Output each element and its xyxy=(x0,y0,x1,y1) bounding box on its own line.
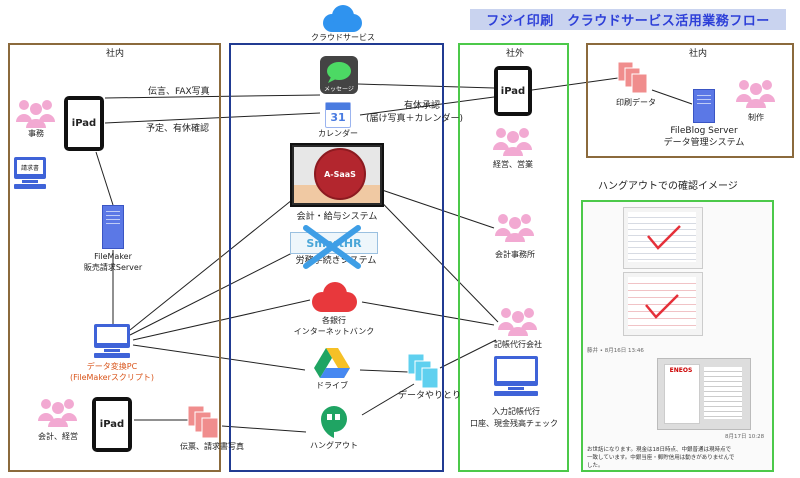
section-internal-right-label: 社内 xyxy=(688,49,707,59)
photo-document-1 xyxy=(623,207,703,269)
hangout-preview-panel: 藤井 • 8月16日 13:46 ENEOS 8月17日 10:28 お世話にな… xyxy=(581,200,774,472)
label-eigyo: 経営、営業 xyxy=(493,160,533,169)
section-internal-left xyxy=(8,43,221,472)
input-pc-icon xyxy=(494,356,538,386)
edge-pc-asaas xyxy=(129,199,293,331)
people-icon-kaikei xyxy=(38,399,77,427)
filemaker-label-2: 販売請求Server xyxy=(83,263,143,272)
label-print-data: 印刷データ xyxy=(616,98,656,107)
roumu-system-label: 労務手続きシステム xyxy=(295,256,377,266)
chat-sender-time: 藤井 • 8月16日 13:46 xyxy=(587,348,644,354)
drive-icon xyxy=(314,348,350,378)
edge-message-ipad-ext xyxy=(357,83,495,89)
ipad-accounting: iPad xyxy=(92,397,132,452)
edge-data-kicho xyxy=(439,339,497,369)
section-external-label: 社外 xyxy=(505,49,524,59)
check-mark-icon xyxy=(645,294,679,319)
asaas-screen: A-SaaS xyxy=(290,143,384,207)
edge-ipad-message xyxy=(104,94,321,99)
hangout-preview-title: ハングアウトでの確認イメージ xyxy=(598,181,738,192)
label-input-2: 口座、現金残高チェック xyxy=(470,419,558,428)
edge-label-yotei: 予定、有休確認 xyxy=(146,124,210,134)
people-icon-kicho xyxy=(498,308,537,336)
label-input-1: 入力記帳代行 xyxy=(492,407,540,416)
fileblog-server-icon xyxy=(693,89,715,123)
data-files-icon xyxy=(407,353,439,389)
label-kicho: 記帳代行会社 xyxy=(494,340,542,349)
calendar-icon: 31 xyxy=(325,102,351,128)
people-icon-eigyo xyxy=(493,128,532,156)
chat-message-2: 一致しています。中銀当座・郵貯信用は動きがありませんで xyxy=(587,455,735,461)
label-jimu: 事務 xyxy=(28,129,44,138)
label-seisaku: 制作 xyxy=(748,113,764,122)
edge-drive-data xyxy=(359,369,409,373)
chat-message-1: お世話になります。現金は18日時点、中銀普通は現時点で xyxy=(587,447,731,453)
people-icon-jimu xyxy=(16,100,55,128)
edge-ipad-filemaker xyxy=(95,151,114,206)
edge-ipad-ext-printdata xyxy=(531,77,619,91)
edge-ipad-calendar xyxy=(104,112,321,124)
edge-label-data: データやりとり xyxy=(398,391,462,401)
print-data-icon xyxy=(617,61,648,94)
ipad-external-label: iPad xyxy=(498,70,528,112)
edge-calendar-ipad-ext xyxy=(359,96,495,116)
bank-label-1: 各銀行 xyxy=(322,316,346,325)
label-kaikei: 会計、経営 xyxy=(38,432,78,441)
ipad-accounting-label: iPad xyxy=(96,401,128,448)
fileblog-label-1: FileBlog Server xyxy=(670,126,738,136)
edge-photos-hangout xyxy=(221,425,307,433)
fileblog-label-2: データ管理システム xyxy=(663,138,745,148)
edge-asaas-zeirishi xyxy=(381,189,495,229)
cloud-label: クラウドサービス xyxy=(311,33,375,42)
pc-icon xyxy=(94,324,130,348)
ipad-office-label: iPad xyxy=(68,100,100,147)
section-external xyxy=(458,43,569,472)
invoice-monitor-icon: 請求書 xyxy=(14,157,46,179)
drive-label: ドライブ xyxy=(316,381,348,390)
asaas-logo-text: A-SaaS xyxy=(324,169,356,179)
eneos-text: ENEOS xyxy=(669,367,693,374)
photo-document-2 xyxy=(623,272,703,336)
calendar-number: 31 xyxy=(330,111,346,124)
edge-bank-kicho xyxy=(361,301,495,326)
pc-label-1: データ変換PC xyxy=(86,362,138,371)
calendar-label: カレンダー xyxy=(318,129,358,138)
cross-mark-icon xyxy=(303,225,361,269)
label-zeirishi: 会計事務所 xyxy=(495,250,535,259)
bank-label-2: インターネットバンク xyxy=(293,327,375,336)
message-app-icon: メッセージ xyxy=(320,56,358,94)
hangout-label: ハングアウト xyxy=(310,441,358,450)
edge-pc-smr xyxy=(129,249,299,336)
kaikei-system-label: 会計・給与システム xyxy=(296,212,378,222)
page-title: フジイ印刷 クラウドサービス活用業務フロー xyxy=(486,14,770,29)
people-icon-zeirishi xyxy=(495,214,534,242)
ipad-external: iPad xyxy=(494,66,532,116)
page-title-banner: フジイ印刷 クラウドサービス活用業務フロー xyxy=(470,9,786,30)
edge-label-fax: 伝言、FAX写真 xyxy=(148,87,210,97)
edge-label-yukyu-1: 有休承認 xyxy=(404,101,441,111)
label-denpyo: 伝票、請求書写真 xyxy=(180,442,244,451)
filemaker-server-icon xyxy=(102,205,124,249)
hangout-icon xyxy=(321,406,347,438)
chat-message-3: した。 xyxy=(587,463,604,469)
chat-reply-time: 8月17日 10:28 xyxy=(725,434,765,440)
bank-cloud-icon xyxy=(312,282,357,312)
message-label: メッセージ xyxy=(324,86,354,93)
photos-stack-icon xyxy=(187,405,219,439)
photo-receipt: ENEOS xyxy=(657,358,751,430)
cloud-icon xyxy=(323,5,362,32)
check-mark-icon xyxy=(647,225,681,250)
section-internal-left-label: 社内 xyxy=(105,49,124,59)
people-icon-seisaku xyxy=(736,80,775,108)
filemaker-label-1: FileMaker xyxy=(94,252,132,261)
invoice-label: 請求書 xyxy=(20,164,39,172)
section-cloud xyxy=(229,43,444,472)
edge-label-yukyu-2: (届け写真＋カレンダー) xyxy=(366,114,464,124)
edge-pc-bank xyxy=(132,299,311,341)
ipad-office: iPad xyxy=(64,96,104,151)
section-internal-right xyxy=(586,43,794,158)
edge-hangout-data xyxy=(361,383,415,416)
pc-label-2: (FileMakerスクリプト) xyxy=(70,373,154,382)
